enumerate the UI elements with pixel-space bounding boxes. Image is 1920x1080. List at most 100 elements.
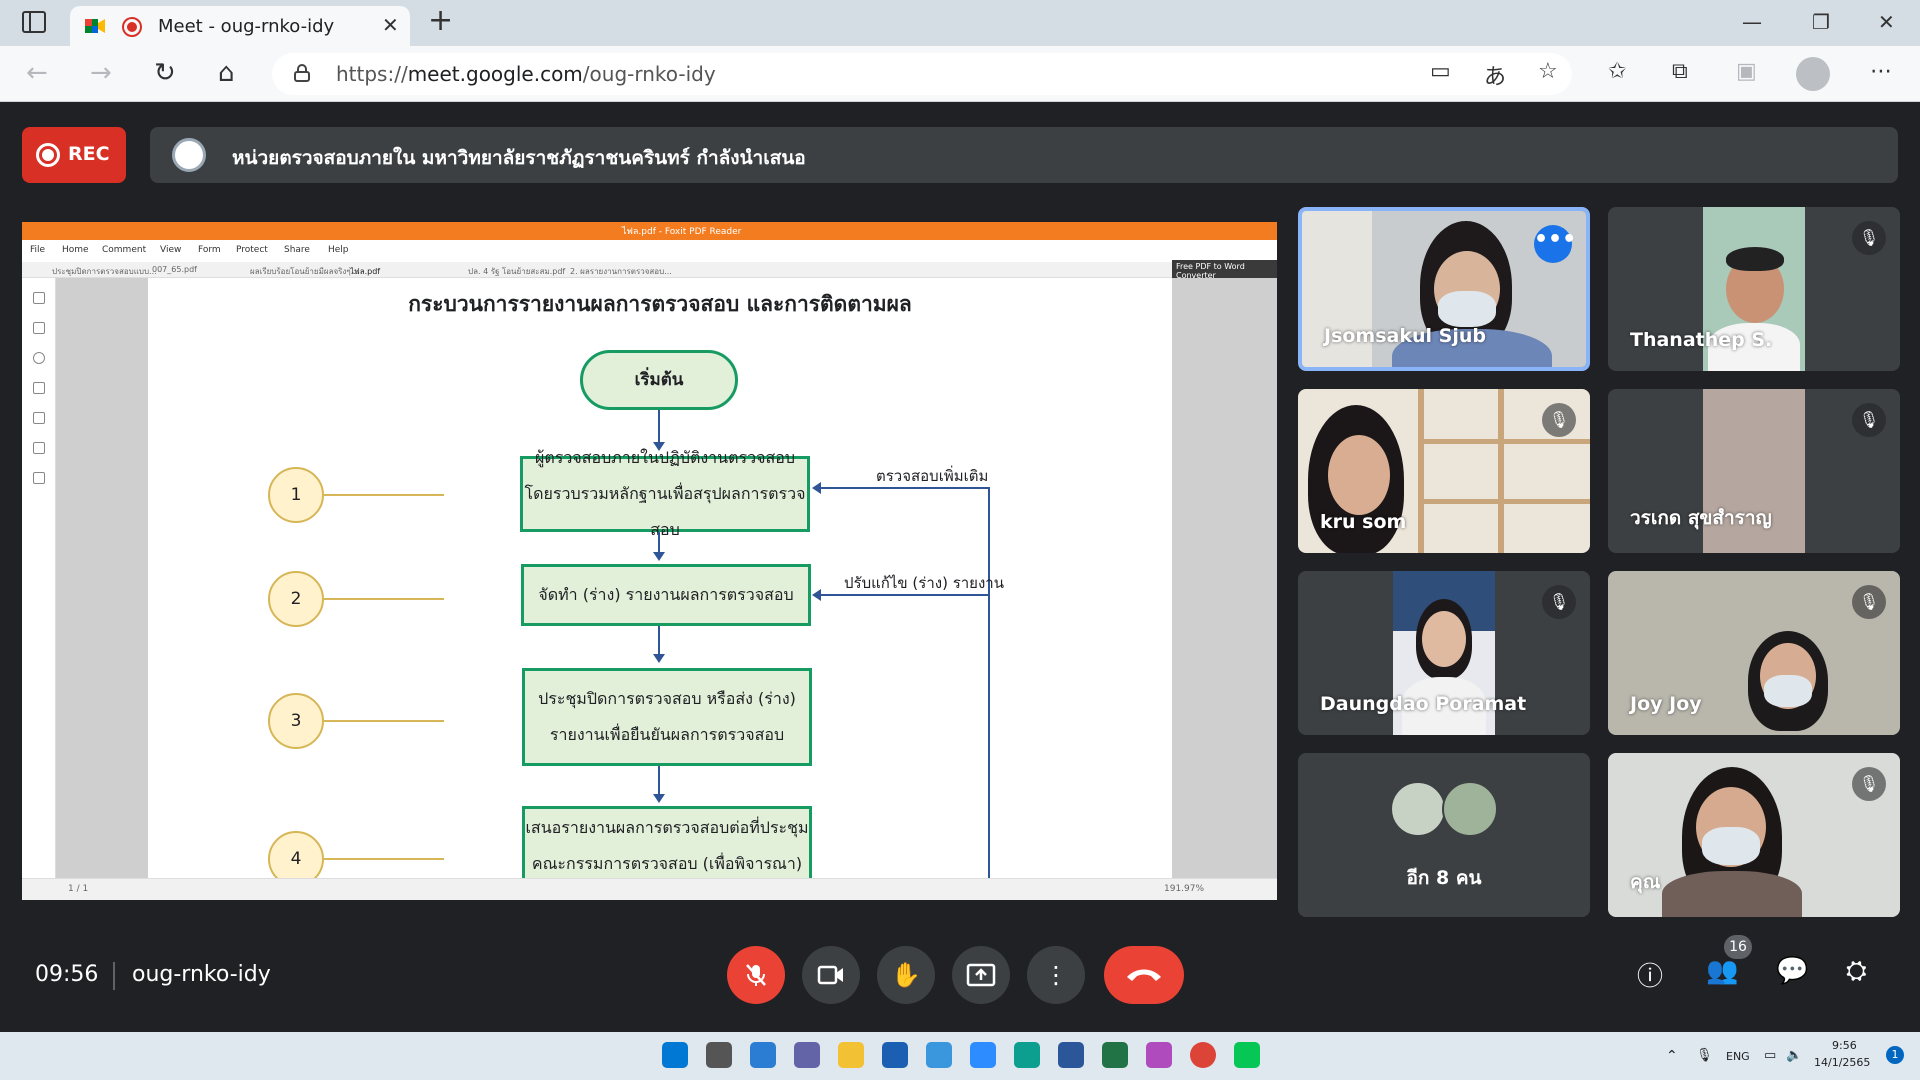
tab-title: Meet - oug-rnko-idy [158, 16, 335, 37]
more-options-icon[interactable]: ••• [1534, 225, 1576, 263]
notification-badge[interactable]: 1 [1886, 1046, 1904, 1064]
reload-icon[interactable]: ↻ [154, 58, 176, 88]
restore-icon[interactable]: ❐ [1812, 10, 1830, 34]
participant-tile-self[interactable]: 🎙 คุณ [1608, 753, 1900, 917]
task-view-icon[interactable] [706, 1042, 732, 1068]
pdf-titlebar: ไฟล.pdf - Foxit PDF Reader [22, 222, 1277, 240]
excel-icon[interactable] [1102, 1042, 1128, 1068]
participant-tile[interactable]: 🎙 Daungdao Poramat [1298, 571, 1590, 735]
forward-icon[interactable]: → [90, 58, 112, 88]
home-icon[interactable]: ⌂ [218, 58, 235, 88]
teams-icon[interactable] [794, 1042, 820, 1068]
browser-tab-meet[interactable]: Meet - oug-rnko-idy ✕ [70, 6, 410, 46]
flow-feedback-arrow [812, 589, 821, 601]
present-screen-button[interactable] [952, 946, 1010, 1004]
video-wall [1302, 211, 1372, 367]
url-field[interactable]: https://meet.google.com/oug-rnko-idy [272, 53, 1572, 95]
activities-icon[interactable]: ⛭ [1846, 956, 1867, 986]
settings-more-icon[interactable]: ⋯ [1870, 59, 1892, 84]
translate-icon[interactable]: あ [1484, 65, 1507, 90]
pages-icon [33, 322, 45, 334]
line-icon[interactable] [1234, 1042, 1260, 1068]
raise-hand-button[interactable]: ✋ [877, 946, 935, 1004]
people-count-badge: 16 [1724, 935, 1752, 959]
chat-icon[interactable]: 💬 [1776, 956, 1809, 986]
video-mask [1764, 675, 1812, 707]
extension-icon[interactable]: ▣ [1736, 59, 1757, 84]
new-tab-button[interactable]: + [428, 3, 454, 38]
network-icon[interactable]: ▭ [1764, 1048, 1777, 1063]
video-shelf [1418, 389, 1424, 553]
favorites-icon[interactable]: ✩ [1608, 59, 1627, 84]
language-indicator[interactable]: ENG [1726, 1050, 1750, 1063]
add-favorite-icon[interactable]: ☆ [1538, 59, 1558, 84]
mic-off-icon: 🎙 [1852, 221, 1886, 255]
volume-icon[interactable]: 🔈 [1786, 1048, 1803, 1063]
shared-screen[interactable]: ไฟล.pdf - Foxit PDF Reader File Home Com… [22, 222, 1277, 900]
profile-avatar[interactable] [1796, 57, 1830, 91]
more-vert-icon: ⋮ [1044, 961, 1068, 989]
widgets-icon[interactable] [750, 1042, 776, 1068]
tab-actions-icon[interactable] [22, 11, 46, 33]
video-frame [1703, 389, 1805, 553]
presenter-text: หน่วยตรวจสอบภายใน มหาวิทยาลัยราชภัฏราชนค… [232, 147, 806, 169]
pdf-menu-item: Comment [102, 245, 147, 255]
tab-close-button[interactable]: ✕ [382, 13, 399, 37]
minimize-icon[interactable]: — [1742, 10, 1762, 34]
pdf-tab: ประชุมปิดการตรวจสอบแบบ... [52, 267, 157, 276]
page-indicator: 1 / 1 [68, 884, 89, 894]
browser-tab-strip: Meet - oug-rnko-idy ✕ + — ❐ ✕ [0, 0, 1920, 46]
leave-call-button[interactable] [1104, 946, 1184, 1004]
camera-permission-icon[interactable]: ▭ [1430, 59, 1451, 84]
flow-arrow [653, 552, 665, 561]
camera-toggle-button[interactable] [802, 946, 860, 1004]
step-number-2: 2 [268, 571, 324, 627]
pdf-page: กระบวนการรายงานผลการตรวจสอบ และการติดตาม… [148, 278, 1172, 887]
collections-icon[interactable]: ⧉ [1672, 59, 1688, 84]
meeting-info-icon[interactable]: ⓘ [1637, 962, 1664, 992]
mic-off-icon: 🎙 [1542, 403, 1576, 437]
mic-toggle-button[interactable] [727, 946, 785, 1004]
store-icon[interactable] [882, 1042, 908, 1068]
snipping-tool-icon[interactable] [1146, 1042, 1172, 1068]
zoom-icon[interactable] [970, 1042, 996, 1068]
more-options-button[interactable]: ⋮ [1027, 946, 1085, 1004]
edge-icon[interactable] [1014, 1042, 1040, 1068]
participant-tile[interactable]: 🎙 วรเกด สุขสำราญ [1608, 389, 1900, 553]
participant-tile[interactable]: ••• Jsomsakul Sjub [1298, 207, 1590, 371]
others-label: อีก 8 คน [1406, 867, 1482, 889]
file-explorer-icon[interactable] [838, 1042, 864, 1068]
back-icon[interactable]: ← [26, 58, 48, 88]
pdf-convert-banner: Free PDF to Word Converter [1172, 260, 1277, 280]
pdf-menu-item: File [30, 245, 46, 255]
participant-tile[interactable]: 🎙 Joy Joy [1608, 571, 1900, 735]
mic-off-icon: 🎙 [1542, 585, 1576, 619]
presenter-banner: หน่วยตรวจสอบภายใน มหาวิทยาลัยราชภัฏราชนค… [150, 127, 1898, 183]
participant-tile[interactable]: 🎙 Thanathep S. [1608, 207, 1900, 371]
participant-name: Daungdao Poramat [1320, 693, 1527, 715]
recording-indicator-icon [122, 17, 142, 37]
step-number-3: 3 [268, 693, 324, 749]
recording-badge[interactable]: REC [22, 127, 126, 183]
tray-mic-icon[interactable]: 🎙 [1696, 1048, 1713, 1063]
attachment-icon [33, 412, 45, 424]
hang-up-icon [1127, 969, 1161, 981]
ie-icon[interactable] [926, 1042, 952, 1068]
taskbar-date[interactable]: 14/1/2565 [1814, 1056, 1871, 1069]
others-tile[interactable]: อีก 8 คน [1298, 753, 1590, 917]
mic-off-icon: 🎙 [1852, 767, 1886, 801]
taskbar-time[interactable]: 9:56 [1832, 1039, 1857, 1052]
chrome-icon[interactable] [1190, 1042, 1216, 1068]
video-body [1662, 871, 1802, 917]
pdf-tab: ปล. 4 รัฐ โอนย้ายสะสม.pdf [468, 267, 566, 276]
people-icon[interactable]: 👥 [1706, 956, 1739, 986]
address-bar-row: ← → ↻ ⌂ https://meet.google.com/oug-rnko… [0, 46, 1920, 102]
start-icon[interactable] [662, 1042, 688, 1068]
close-window-icon[interactable]: ✕ [1878, 10, 1895, 34]
word-icon[interactable] [1058, 1042, 1084, 1068]
pdf-sidebar [22, 278, 56, 878]
participant-tile[interactable]: 🎙 kru som [1298, 389, 1590, 553]
tray-chevron-icon[interactable]: ⌃ [1666, 1048, 1678, 1064]
pdf-margin-left [56, 278, 148, 878]
pdf-tab: 2. ผลรายงานการตรวจสอบ... [570, 267, 672, 276]
